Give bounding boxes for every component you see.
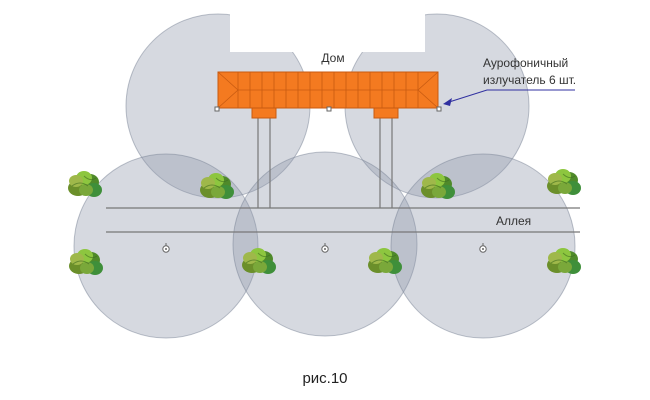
emitter-label-line1: Аурофоничный xyxy=(483,56,568,70)
figure-caption: рис.10 xyxy=(302,370,348,387)
house-supports xyxy=(257,118,393,208)
emitter-label-line2: излучатель 6 шт. xyxy=(483,73,576,87)
bush-icon xyxy=(67,170,103,198)
alley xyxy=(106,207,580,233)
bush-icon xyxy=(546,168,582,196)
emitter-callout xyxy=(443,89,575,106)
emitter-icon xyxy=(214,106,220,112)
upper-cutouts xyxy=(230,0,425,52)
emitter-icon xyxy=(436,106,442,112)
house-emitters xyxy=(214,106,442,112)
emitter-icon xyxy=(326,106,332,112)
house-label: Дом xyxy=(321,51,344,65)
alley-label: Аллея xyxy=(496,214,531,228)
coverage-circles-lower xyxy=(73,151,576,339)
house-roof xyxy=(217,71,439,119)
